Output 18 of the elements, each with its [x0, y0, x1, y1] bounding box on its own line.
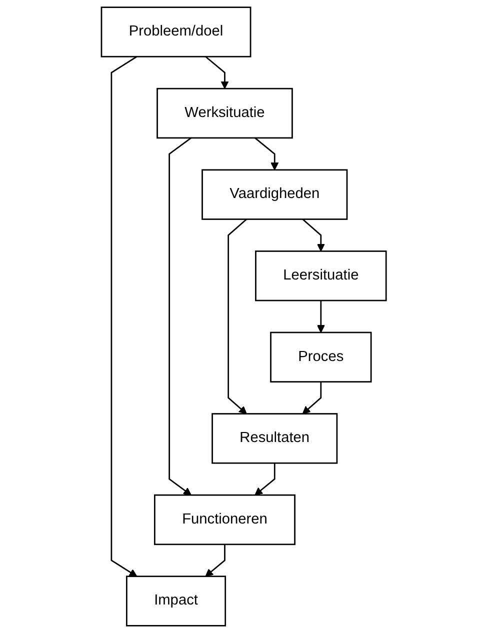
node-box: Impact: [126, 576, 226, 626]
arrow: [205, 544, 226, 577]
arrow: [254, 137, 279, 170]
node-box: Functioneren: [154, 494, 296, 546]
node-box: Werksituatie: [156, 88, 294, 139]
arrow: [228, 218, 248, 414]
node-box: Probleem/doel: [101, 6, 252, 58]
node-box: Resultaten: [212, 413, 338, 464]
arrow: [254, 463, 276, 496]
arrow: [110, 56, 138, 577]
arrow: [302, 382, 322, 414]
arrow: [302, 218, 326, 252]
arrow: [205, 56, 229, 89]
arrow: [168, 137, 192, 496]
node-box: Proces: [270, 332, 372, 382]
node-box: Leersituatie: [255, 250, 387, 302]
arrow: [317, 300, 326, 333]
node-box: Vaardigheden: [202, 169, 348, 220]
